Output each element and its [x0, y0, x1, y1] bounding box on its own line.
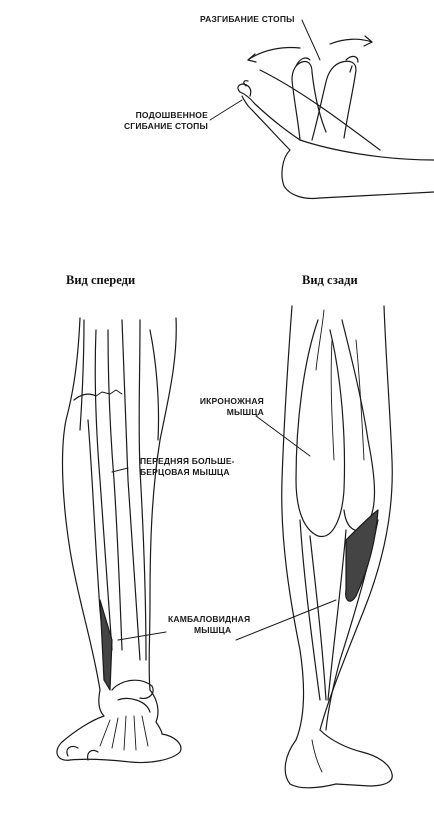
foot-flexion-drawing	[209, 19, 434, 200]
label-plantar-line2: СГИБАНИЕ СТОПЫ	[123, 121, 208, 131]
label-tibialis-anterior: ПЕРЕДНЯЯ БОЛЬШЕ- БЕРЦОВАЯ МЫШЦА	[140, 456, 235, 478]
label-gastrocnemius-line2: МЫШЦА	[226, 407, 264, 417]
label-tibialis-line2: БЕРЦОВАЯ МЫШЦА	[140, 467, 230, 477]
label-soleus: КАМБАЛОВИДНАЯ МЫШЦА	[168, 614, 250, 636]
title-back-view: Вид сзади	[302, 273, 358, 287]
title-front-view: Вид спереди	[66, 273, 136, 287]
label-soleus-line1: КАМБАЛОВИДНАЯ	[168, 614, 251, 624]
label-plantar-line1: ПОДОШВЕННОЕ	[135, 110, 208, 120]
label-gastrocnemius-line1: ИКРОНОЖНАЯ	[199, 396, 264, 406]
label-dorsiflexion: РАЗГИБАНИЕ СТОПЫ	[200, 14, 295, 24]
label-tibialis-line1: ПЕРЕДНЯЯ БОЛЬШЕ-	[140, 456, 235, 466]
back-leg-drawing	[235, 305, 393, 789]
label-plantar-flexion: ПОДОШВЕННОЕ СГИБАНИЕ СТОПЫ	[118, 110, 208, 132]
label-gastrocnemius: ИКРОНОЖНАЯ МЫШЦА	[182, 396, 264, 418]
label-soleus-line2: МЫШЦА	[194, 625, 232, 635]
front-leg-drawing	[56, 317, 182, 764]
